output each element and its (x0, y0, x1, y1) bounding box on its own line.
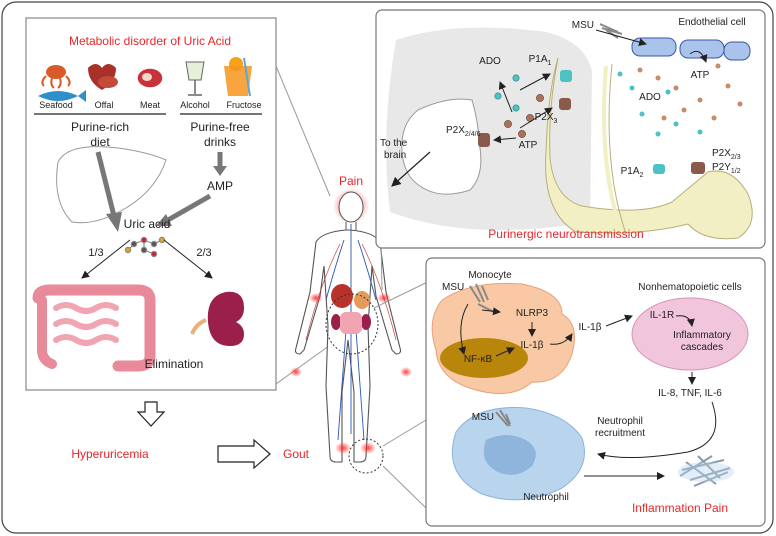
liver-outline (56, 146, 167, 224)
fructose-icon (224, 57, 252, 97)
il1b-inner-label: IL-1β (521, 340, 544, 351)
msu-crystal-icon (679, 455, 731, 487)
msu-label-monocyte: MSU (442, 282, 464, 293)
uric-acid-molecule-icon (124, 236, 166, 258)
p2x246-label: P2X2/4/6 (446, 125, 481, 138)
gout-label: Gout (283, 447, 310, 461)
purine-free-label-1: Purine-free (190, 120, 250, 134)
ratio-right: 2/3 (196, 247, 211, 259)
kidney-icon (190, 291, 244, 346)
intestine-icon (32, 284, 156, 372)
alcohol-icon (185, 61, 205, 96)
p2y12-label: P2Y1/2 (712, 162, 741, 175)
inflammation-panel: Monocyte MSU NLRP3 IL-1β NF-κB IL-1β Non… (425, 257, 766, 527)
seafood-icon (38, 65, 86, 102)
inflammation-title: Inflammation Pain (632, 501, 728, 515)
endothelial-label: Endothelial cell (678, 17, 745, 28)
p1a2-label: P1A2 (621, 166, 644, 179)
ado-label-right: ADO (639, 92, 661, 103)
pain-label: Pain (339, 174, 363, 188)
p1a1-label: P1A1 (529, 54, 552, 67)
nonhematopoietic-label: Nonhematopoietic cells (638, 282, 741, 293)
monocyte-label: Monocyte (468, 270, 512, 281)
il1b-outer-label: IL-1β (579, 322, 602, 333)
neutrophil-label: Neutrophil (523, 492, 569, 503)
food-label-offal: Offal (95, 100, 114, 110)
food-label-fructose: Fructose (226, 100, 261, 110)
recruitment-label-2: recruitment (595, 428, 645, 439)
to-brain-label-2: brain (384, 150, 406, 161)
purine-rich-label-1: Purine-rich (71, 120, 129, 134)
p2x3-label: P2X3 (535, 112, 558, 125)
food-label-meat: Meat (140, 100, 161, 110)
p2x23-label: P2X2/3 (712, 148, 741, 161)
uric-acid-label: Uric acid (124, 217, 171, 231)
nlrp3-label: NLRP3 (516, 308, 549, 319)
purine-rich-label-2: diet (90, 135, 110, 149)
il1r-label: IL-1R (650, 310, 674, 321)
cytokines-label: IL-8, TNF, IL-6 (658, 388, 722, 399)
atp-ado-particles-right (617, 63, 743, 137)
meat-icon (136, 67, 164, 89)
down-arrow-icon (136, 401, 166, 427)
ratio-left: 1/3 (88, 247, 103, 259)
food-label-alcohol: Alcohol (180, 100, 210, 110)
nfkb-label: NF-κB (464, 354, 493, 365)
ado-label-left: ADO (479, 56, 501, 67)
msu-label-neutrophil: MSU (472, 412, 494, 423)
metabolic-title: Metabolic disorder of Uric Acid (69, 34, 231, 48)
elimination-label: Elimination (145, 357, 204, 371)
metabolic-panel: Metabolic disorder of Uric Acid Seafood (25, 17, 277, 391)
cascade-label-1: Inflammatory (673, 330, 731, 341)
recruitment-label-1: Neutrophil (597, 416, 643, 427)
amp-label: AMP (207, 179, 233, 193)
human-body-illustration: Pain (290, 174, 412, 474)
to-brain-label-1: To the (380, 138, 408, 149)
atp-ado-particles-left (494, 74, 544, 138)
cascade-label-2: cascades (681, 342, 723, 353)
food-label-seafood: Seafood (39, 100, 73, 110)
msu-label-top: MSU (572, 20, 594, 31)
right-arrow-icon (217, 438, 271, 470)
purine-free-label-2: drinks (204, 135, 236, 149)
hyperuricemia-label: Hyperuricemia (71, 447, 149, 461)
purinergic-panel: MSU Endothelial cell ATP ADO P1A2 P2X2/3… (375, 9, 766, 249)
atp-label-left: ATP (519, 140, 538, 151)
offal-icon (88, 64, 118, 90)
atp-label-right: ATP (691, 70, 710, 81)
purinergic-title: Purinergic neurotransmission (488, 227, 643, 241)
